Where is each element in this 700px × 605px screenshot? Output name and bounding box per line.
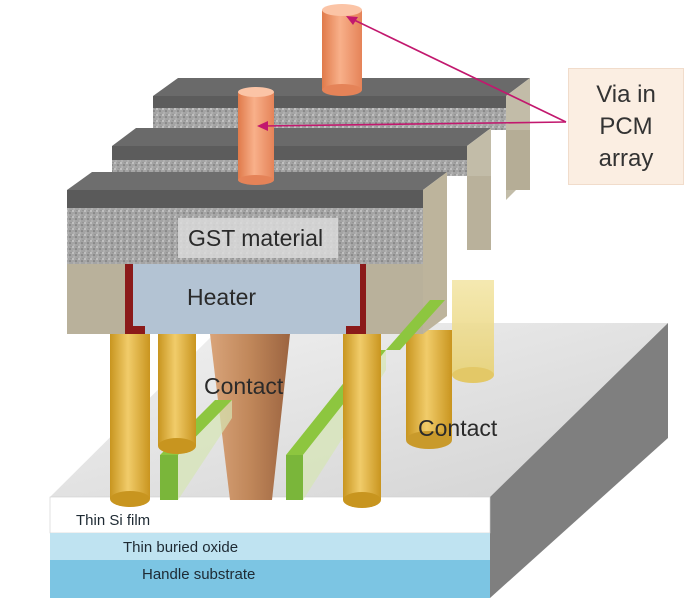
via-callout-text: Via in PCM array [569,79,683,175]
thin-si-film-label: Thin Si film [76,512,151,529]
contact-pillar [110,334,150,499]
heater-label: Heater [187,284,257,310]
front-contact-pillars [110,334,381,508]
callout-arrows [257,16,567,131]
contact-pillar [343,334,381,500]
handle-substrate-layer [50,560,490,598]
via-front [238,92,274,180]
contact-pillar [406,330,452,440]
back-contact-pillars [406,280,494,449]
handle-substrate-label: Handle substrate [142,566,256,583]
contact-cone [210,334,290,500]
substrate-right-face [490,323,668,598]
via-callout-box: Via in PCM array [568,68,684,185]
gst-row-front [67,172,447,334]
gst-material-label: GST material [188,225,324,251]
contact-pillar [158,334,196,446]
vias [238,4,362,185]
callout-line-3: array [598,145,654,172]
contact-label-right: Contact [418,415,498,441]
via-back [322,10,362,90]
callout-line-2: PCM [599,113,653,140]
thin-buried-oxide-layer [50,533,490,560]
heater-block [131,264,362,334]
callout-line-1: Via in [596,81,656,108]
thin-buried-oxide-label: Thin buried oxide [123,539,239,556]
contact-label-left: Contact [204,373,284,399]
